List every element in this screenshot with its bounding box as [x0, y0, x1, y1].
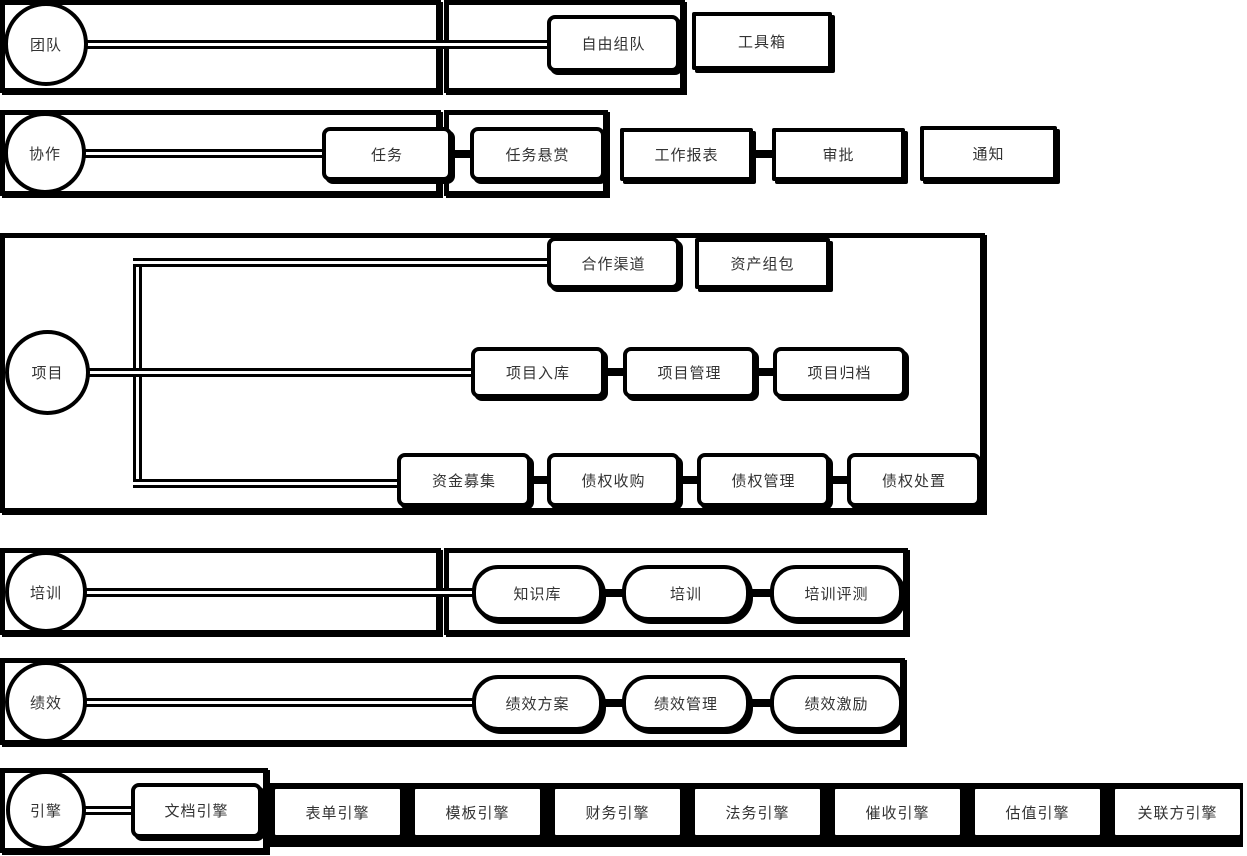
node-performance-circle: 绩效 — [5, 661, 87, 743]
node-finance-engine: 财务引擎 — [555, 789, 680, 835]
connector-report-approval — [752, 150, 774, 158]
node-debt-disposal: 债权处置 — [847, 453, 981, 507]
node-doc-engine: 文档引擎 — [131, 783, 262, 838]
node-training-circle: 培训 — [5, 551, 87, 633]
node-collection-engine: 催收引擎 — [835, 789, 960, 835]
connector-plan-mgmt — [599, 699, 625, 707]
node-task: 任务 — [322, 127, 452, 181]
node-legal-engine: 法务引擎 — [695, 789, 820, 835]
connector-project-mid-branch — [88, 368, 471, 377]
node-debt-acquisition: 债权收购 — [547, 453, 680, 507]
node-perf-plan: 绩效方案 — [472, 675, 603, 731]
node-approval: 审批 — [772, 128, 905, 181]
node-valuation-engine: 估值引擎 — [975, 789, 1100, 835]
node-toolbox: 工具箱 — [692, 12, 832, 70]
connector-collab-task — [84, 149, 322, 158]
node-engine-circle: 引擎 — [6, 770, 86, 850]
node-team-circle: 团队 — [4, 2, 88, 86]
node-perf-mgmt: 绩效管理 — [622, 675, 750, 731]
node-project-mgmt: 项目管理 — [623, 347, 756, 398]
connector-fund-acq — [528, 476, 550, 484]
connector-training-kb — [84, 588, 478, 597]
node-template-engine: 模板引擎 — [415, 789, 540, 835]
connector-project-bottom-branch — [133, 479, 397, 488]
node-debt-mgmt: 债权管理 — [697, 453, 830, 507]
connector-mgmt-incentive — [747, 699, 773, 707]
node-knowledge-base: 知识库 — [472, 565, 603, 621]
connector-engine-doc — [84, 806, 135, 815]
node-asset-package: 资产组包 — [695, 238, 830, 289]
node-training-eval: 培训评测 — [770, 565, 903, 621]
node-collab-circle: 协作 — [4, 112, 86, 194]
connector-task-bounty — [448, 150, 472, 158]
engine-strip: 表单引擎 模板引擎 财务引擎 法务引擎 催收引擎 估值引擎 关联方引擎 — [268, 783, 1243, 847]
node-project-intake: 项目入库 — [471, 347, 605, 398]
connector-kb-training — [599, 589, 625, 597]
connector-perf-plan — [84, 698, 478, 707]
node-task-bounty: 任务悬赏 — [470, 127, 605, 181]
connector-dmgmt-disposal — [827, 476, 850, 484]
node-form-engine: 表单引擎 — [275, 789, 400, 835]
node-notice: 通知 — [920, 126, 1057, 181]
node-fundraising: 资金募集 — [397, 453, 531, 507]
node-coop-channel: 合作渠道 — [547, 237, 680, 289]
node-project-archive: 项目归档 — [773, 347, 906, 398]
node-work-report: 工作报表 — [620, 128, 753, 181]
node-related-party-engine: 关联方引擎 — [1115, 789, 1240, 835]
node-project-circle: 项目 — [5, 330, 90, 415]
connector-mgmt-archive — [753, 368, 776, 376]
connector-intake-mgmt — [602, 368, 626, 376]
connector-acq-dmgmt — [677, 476, 700, 484]
node-perf-incentive: 绩效激励 — [770, 675, 903, 731]
node-training: 培训 — [622, 565, 750, 621]
node-free-team: 自由组队 — [547, 15, 680, 72]
connector-project-top-branch — [133, 258, 547, 267]
connector-team-freeteam — [86, 40, 547, 49]
connector-training-eval — [747, 589, 773, 597]
